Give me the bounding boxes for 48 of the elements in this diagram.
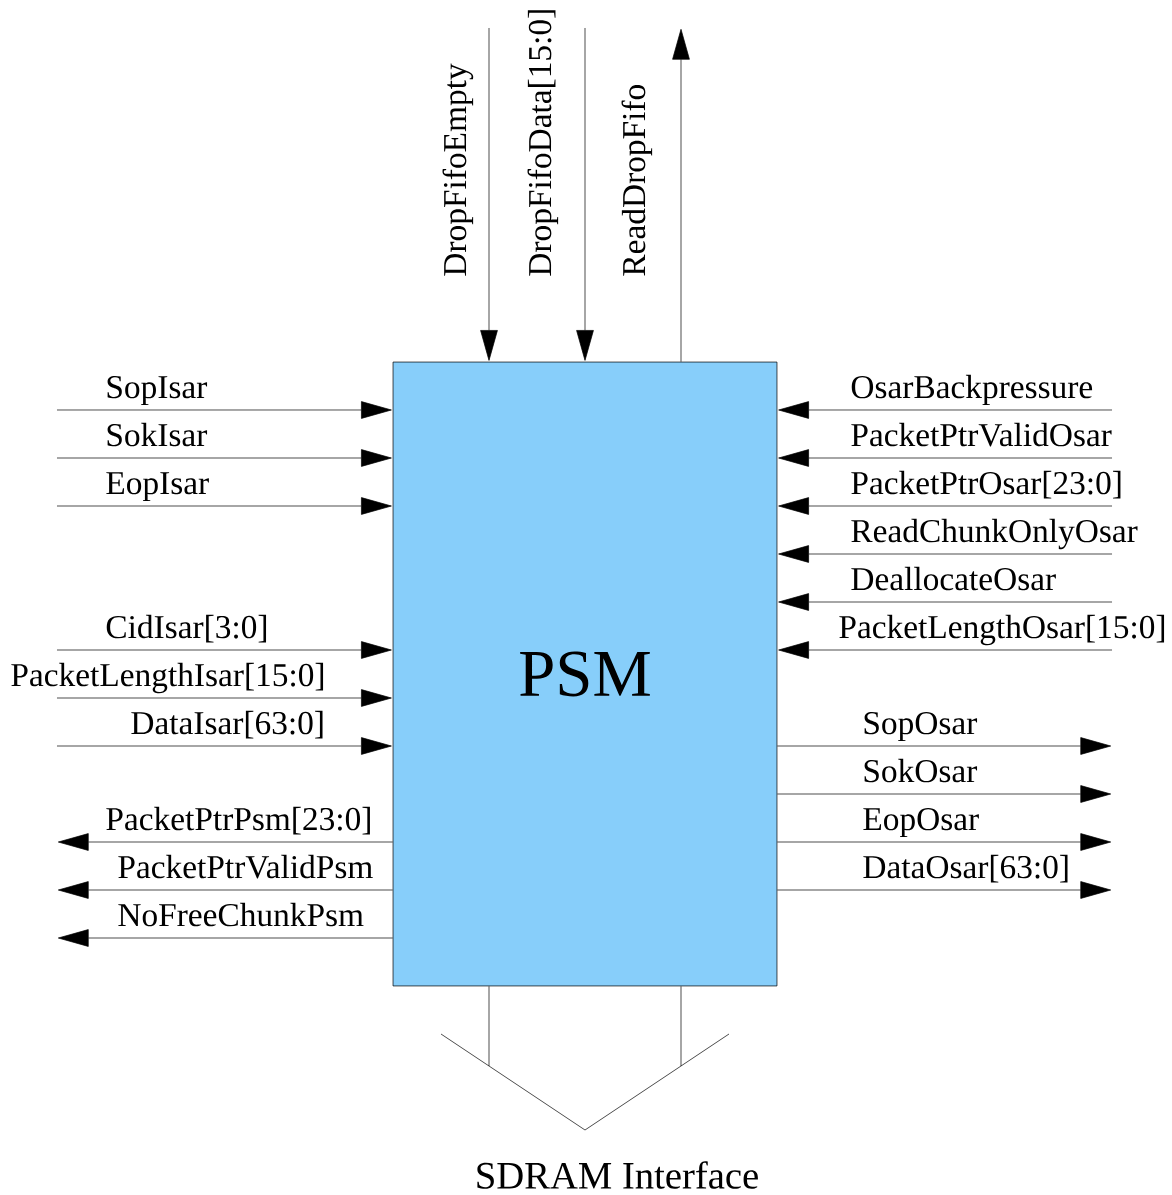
signal-label: SopIsar: [107, 375, 208, 406]
signal-line: [56, 689, 392, 707]
signal-label: ReadDropFifo: [621, 85, 653, 276]
signal-line: [778, 641, 1113, 659]
signal-line: [776, 785, 1112, 803]
signal-line: [776, 833, 1112, 851]
signal-line: [488, 985, 490, 1067]
signal-label: PacketPtrValidOsar: [851, 422, 1112, 447]
signal-label: OsarBackpressure: [851, 374, 1093, 406]
signal-label: SokIsar: [107, 422, 208, 447]
signal-line: [576, 27, 594, 361]
signal-line: [778, 497, 1113, 515]
signal-line: [672, 28, 690, 363]
signal-label: PacketPtrPsm[23:0]: [106, 806, 370, 835]
signal-label: ReadChunkOnlyOsar: [851, 518, 1138, 550]
signal-label: CidIsar[3:0]: [106, 614, 267, 643]
signal-label: SopOsar: [864, 711, 978, 742]
signal-label: NoFreeChunkPsm: [118, 902, 364, 927]
signal-label: DropFifoData[15:0]: [527, 10, 559, 276]
signal-line: [480, 27, 498, 361]
signal-line: [56, 401, 392, 419]
signal-label: EopOsar: [863, 807, 979, 838]
signal-label: PacketPtrValidPsm: [118, 854, 373, 879]
signal-line: [56, 497, 392, 515]
signal-line: [778, 401, 1113, 419]
signal-line: [56, 641, 392, 659]
signal-label: SokOsar: [864, 758, 978, 783]
signal-label: DropFifoEmpty: [442, 63, 474, 276]
signal-line: [778, 593, 1113, 611]
signal-label: PacketLengthIsar[15:0]: [11, 662, 324, 694]
signal-line: [778, 545, 1113, 563]
signal-label: DeallocateOsar: [851, 566, 1056, 591]
signal-line: [57, 833, 394, 851]
module-block: PSM: [392, 361, 778, 987]
signal-line: [776, 737, 1112, 755]
signal-line: [57, 929, 394, 947]
signal-line: [56, 737, 392, 755]
signal-label: DataIsar[63:0]: [131, 710, 323, 739]
signal-line: [56, 449, 392, 467]
signal-label: PacketLengthOsar[15:0]: [839, 614, 1165, 646]
signal-line: [776, 881, 1112, 899]
signal-label: PacketPtrOsar[23:0]: [851, 470, 1121, 499]
signal-label: EopIsar: [106, 472, 209, 502]
signal-line: [680, 985, 682, 1067]
signal-line: [57, 881, 394, 899]
interface-bus: SDRAM Interface: [440, 1033, 758, 1189]
signal-label: DataOsar[63:0]: [863, 854, 1068, 883]
signal-line: [778, 449, 1113, 467]
